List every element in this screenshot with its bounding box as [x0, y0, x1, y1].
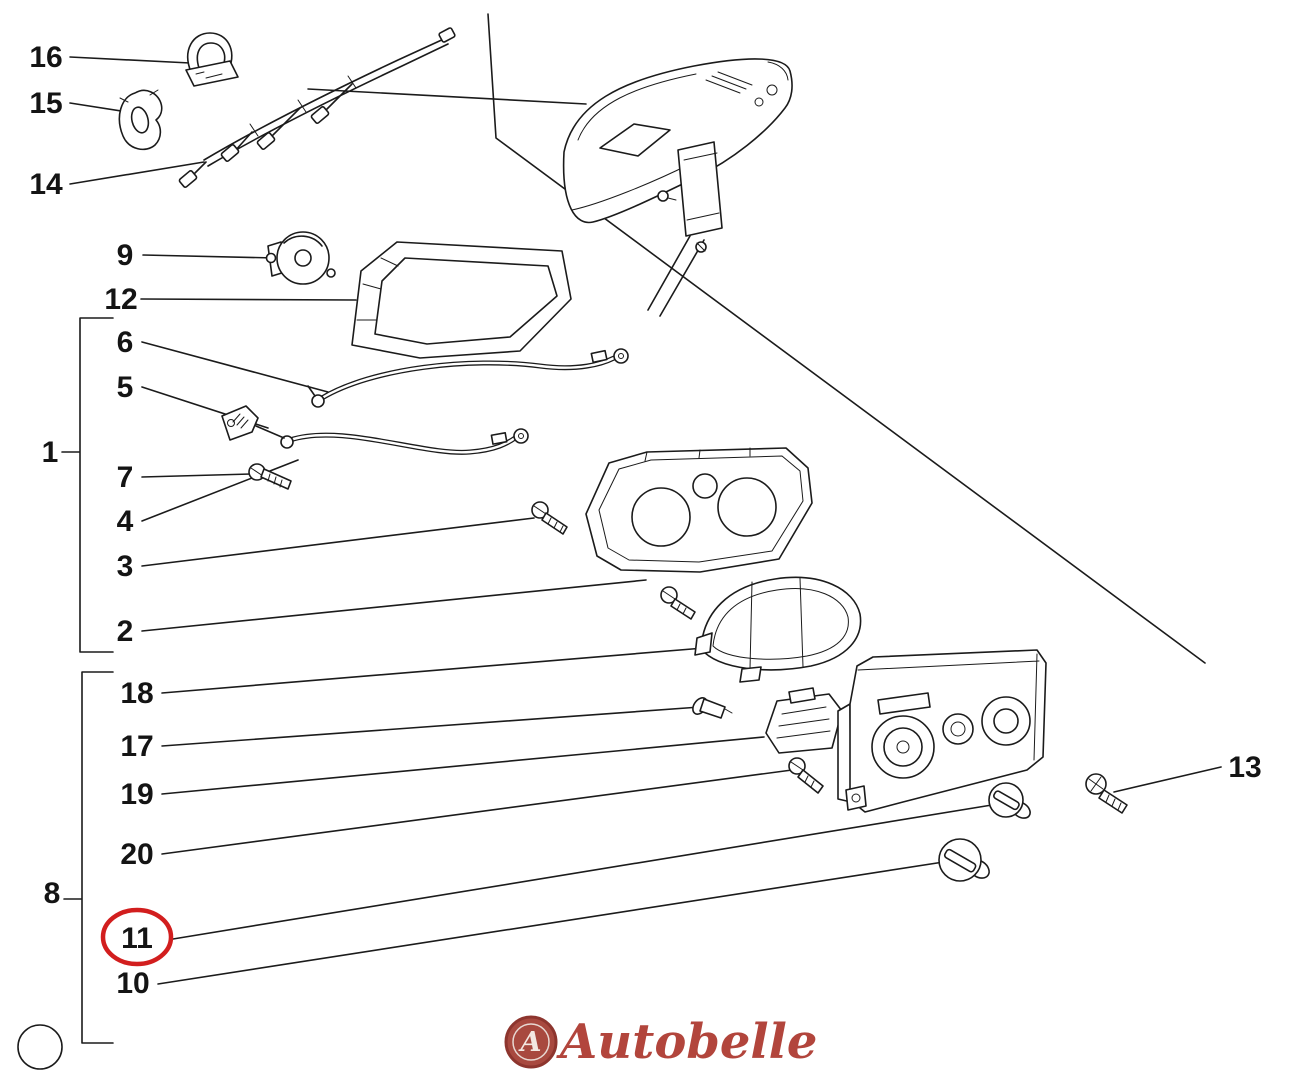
bracket-group-8: [63, 671, 114, 1044]
watermark-letter: A: [518, 1027, 542, 1058]
watermark: A Autobelle: [504, 1014, 817, 1070]
screw-3: [531, 501, 568, 535]
highlight-circle: [100, 907, 174, 967]
screw-20: [788, 757, 824, 794]
buzzer: [265, 231, 336, 285]
cable-bracket: [221, 405, 285, 441]
screw-13: [1085, 773, 1128, 814]
callout-10: 10: [116, 967, 149, 1000]
cable-upper: [307, 348, 629, 408]
knob-11: [988, 782, 1031, 819]
knob-10: [938, 838, 990, 882]
heater-control-panel: [837, 649, 1047, 813]
callout-13: 13: [1228, 751, 1261, 784]
wiring-harness: [178, 27, 456, 188]
callout-14: 14: [29, 168, 63, 201]
callout-19: 19: [120, 778, 153, 811]
callout-8: 8: [44, 877, 61, 910]
callout-1: 1: [42, 436, 59, 469]
callout-20: 20: [120, 838, 153, 871]
callout-15: 15: [29, 87, 62, 120]
instrument-cluster: [585, 447, 813, 573]
callout-17: 17: [120, 730, 153, 763]
callout-7: 7: [117, 461, 134, 494]
screw-7: [248, 463, 292, 490]
cluster-bezel: [351, 241, 572, 359]
connector-block: [765, 687, 843, 754]
callout-9: 9: [117, 239, 134, 272]
corner-circle: [17, 1024, 63, 1070]
cluster-cover: [694, 576, 862, 683]
cable-clip: [185, 32, 239, 87]
grommet: [118, 89, 163, 151]
callout-5: 5: [117, 371, 134, 404]
callout-6: 6: [117, 326, 134, 359]
callout-3: 3: [117, 550, 134, 583]
callout-11: 11: [121, 922, 153, 955]
callout-16: 16: [29, 41, 62, 74]
reference-lines: [307, 13, 1206, 664]
screw-cluster: [660, 586, 696, 620]
callout-2: 2: [117, 615, 134, 648]
clip-pin: [692, 697, 733, 719]
leader-lines: [69, 56, 1222, 985]
dashboard: [562, 58, 793, 253]
bracket-group-1: [61, 317, 114, 653]
watermark-brand: Autobelle: [556, 1014, 817, 1070]
callout-12: 12: [104, 283, 137, 316]
cable-lower: [280, 428, 529, 455]
callout-4: 4: [117, 505, 134, 538]
callout-labels: 16 15 14 9 12 6 5 1 7 4 3 2 18 17 19 20 …: [29, 41, 1261, 1000]
callout-18: 18: [120, 677, 153, 710]
